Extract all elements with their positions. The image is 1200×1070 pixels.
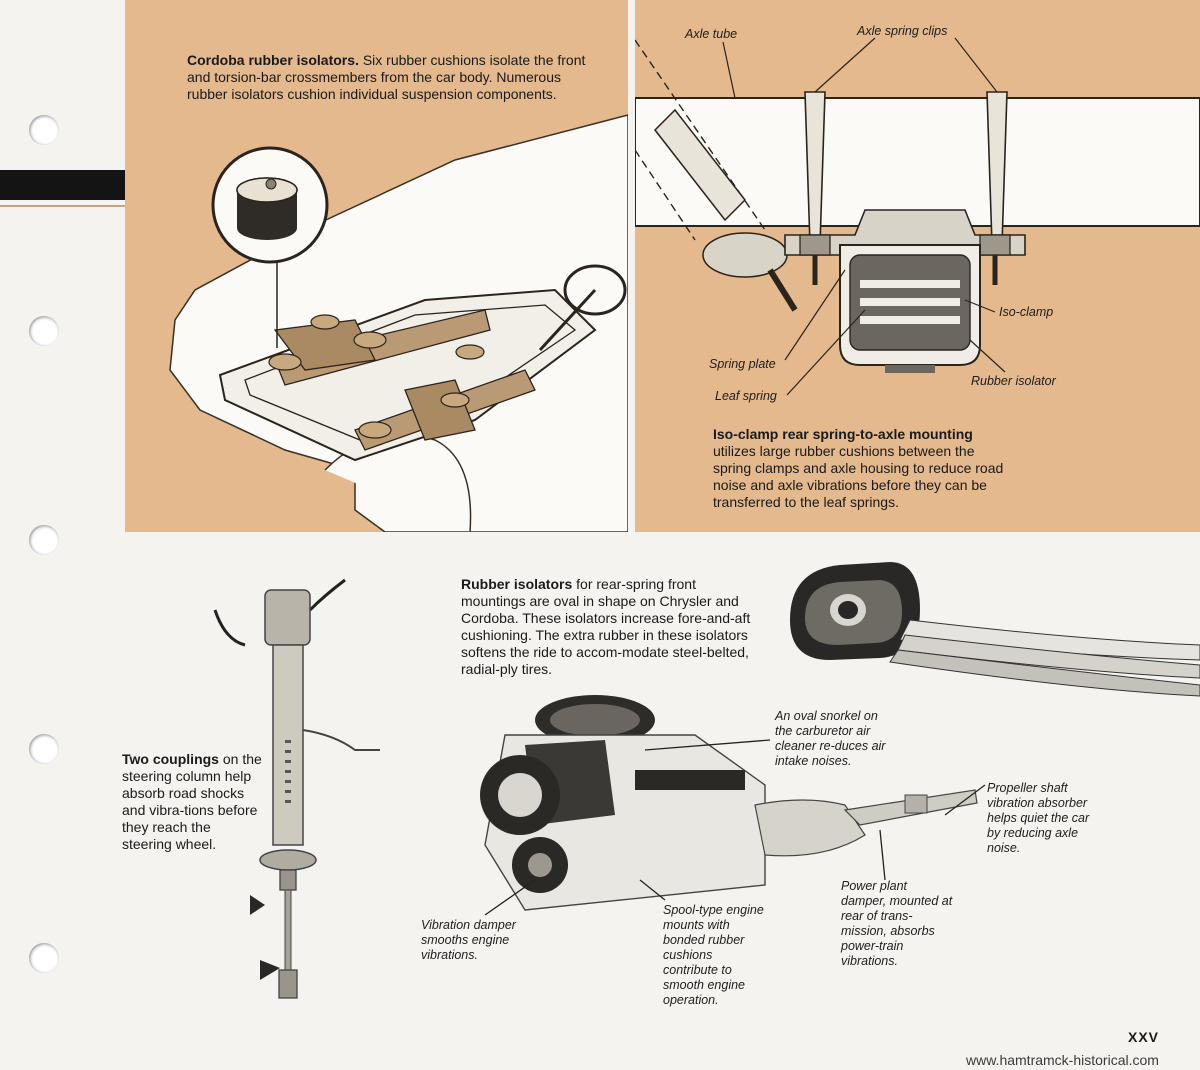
couplings-title: Two couplings: [122, 751, 219, 767]
cordoba-caption-text: Six rubber cushions isolate the front an…: [187, 52, 586, 102]
page-number: XXV: [1128, 1029, 1160, 1045]
label-power-plant-damper: Power plant damper, mounted at rear of t…: [841, 879, 953, 968]
label-spring-plate: Spring plate: [709, 357, 776, 371]
cordoba-caption-title: Cordoba rubber isolators.: [187, 52, 359, 68]
cordoba-caption: Cordoba rubber isolators. Six rubber cus…: [187, 52, 587, 103]
label-spool-type-mounts: Spool-type engine mounts with bonded rub…: [663, 903, 764, 1007]
isoclamp-caption-text: utilizes large rubber cushions between t…: [713, 443, 1004, 510]
engine-powertrain-photo: [480, 695, 978, 911]
rubber-isolators-caption: Rubber isolators for rear-spring front m…: [461, 576, 761, 678]
steering-column-photo: [213, 578, 380, 999]
rubber-isolators-title: Rubber isolators: [461, 576, 573, 592]
isoclamp-illustration: [635, 37, 1200, 396]
cordoba-panel: Cordoba rubber isolators. Six rubber cus…: [125, 0, 628, 532]
label-oval-snorkel: An oval snorkel on the carburetor air cl…: [775, 709, 886, 768]
label-axle-tube: Axle tube: [685, 27, 738, 41]
couplings-text: on the steering column help absorb road …: [122, 751, 262, 852]
label-vibration-damper: Vibration damper smooths engine vibratio…: [421, 918, 516, 962]
cordoba-frame-illustration: [169, 114, 628, 532]
isoclamp-caption: Iso-clamp rear spring-to-axle mounting u…: [713, 426, 1008, 511]
isoclamp-caption-title: Iso-clamp rear spring-to-axle mounting: [713, 426, 973, 442]
binder-hole-4: [29, 734, 59, 764]
watermark: www.hamtramck-historical.com: [966, 1052, 1159, 1068]
label-iso-clamp: Iso-clamp: [999, 305, 1054, 319]
engine-leader-lines: [484, 739, 986, 916]
leaf-spring-isolator-photo: [790, 562, 1200, 697]
rubber-isolators-text: for rear-spring front mountings are oval…: [461, 576, 751, 677]
label-leaf-spring: Leaf spring: [715, 389, 777, 403]
couplings-caption: Two couplings on the steering column hel…: [122, 751, 262, 853]
isoclamp-panel: Axle tube Axle spring clips Iso-clamp Sp…: [635, 0, 1200, 532]
black-rule-left: [0, 170, 125, 200]
binder-hole-2: [29, 316, 59, 346]
label-axle-spring-clips: Axle spring clips: [857, 24, 948, 38]
binder-hole-1: [29, 115, 59, 145]
label-rubber-isolator: Rubber isolator: [971, 374, 1056, 388]
rule-underline-left: [0, 205, 125, 207]
binder-hole-3: [29, 525, 59, 555]
label-propeller-shaft: Propeller shaft vibration absorber helps…: [987, 781, 1090, 855]
binder-hole-5: [29, 943, 59, 973]
